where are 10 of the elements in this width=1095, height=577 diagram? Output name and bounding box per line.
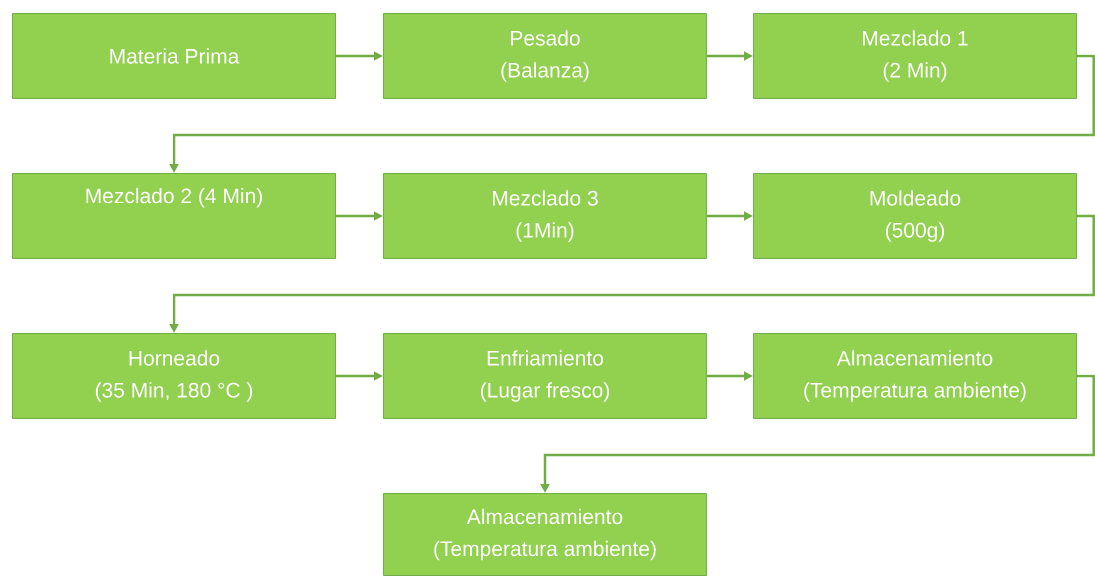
process-box: Materia Prima [12,13,336,99]
process-box: Horneado (35 Min, 180 °C ) [12,333,336,419]
process-box: Mezclado 3 (1Min) [383,173,707,259]
process-box: Pesado (Balanza) [383,13,707,99]
process-box: Mezclado 2 (4 Min) [12,173,336,259]
process-box: Mezclado 1 (2 Min) [753,13,1077,99]
process-box: Moldeado (500g) [753,173,1077,259]
process-box: Almacenamiento (Temperatura ambiente) [753,333,1077,419]
process-box: Almacenamiento (Temperatura ambiente) [383,493,707,576]
process-box: Enfriamiento (Lugar fresco) [383,333,707,419]
